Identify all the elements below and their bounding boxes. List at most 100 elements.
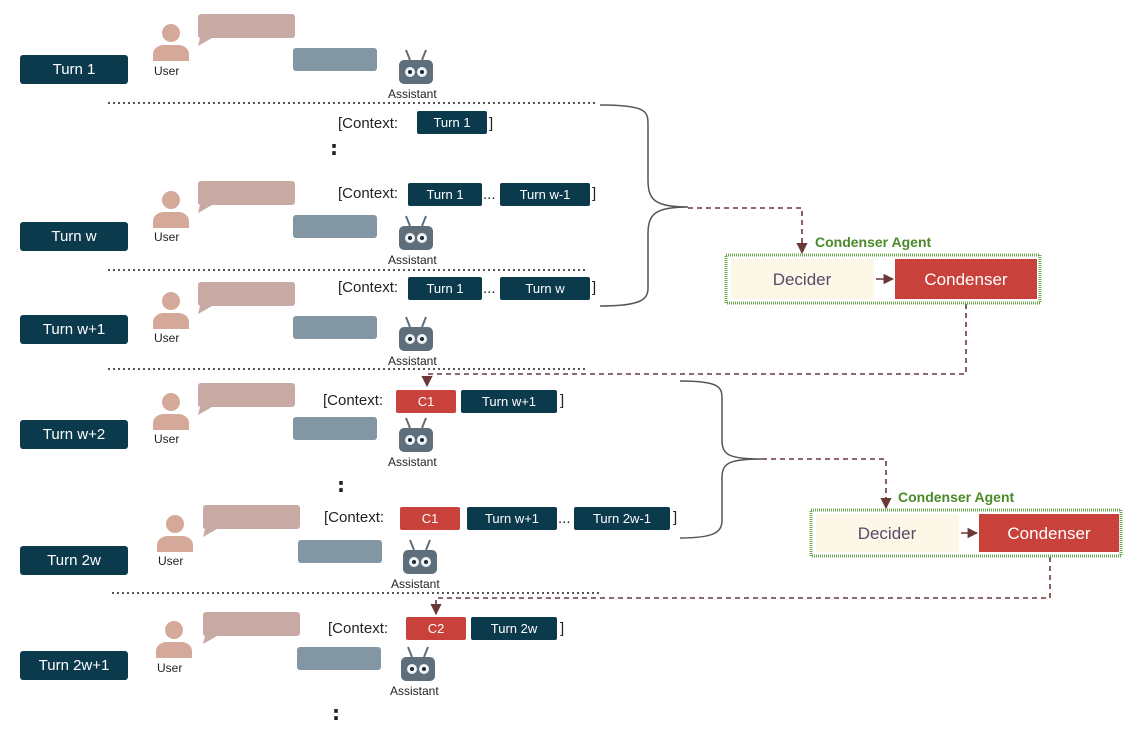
turn-label-1: Turn 1 <box>20 55 128 84</box>
assistant-speech-bubble <box>297 647 381 670</box>
assistant-speech-bubble <box>293 316 377 339</box>
user-label: User <box>158 554 183 568</box>
user-label: User <box>157 661 182 675</box>
context-chip-label: Turn 1 <box>433 115 470 130</box>
user-exchanges: User Assistant User <box>153 14 440 698</box>
user-person-icon <box>153 24 189 61</box>
context-open: [Context: <box>328 620 388 637</box>
context-chip <box>467 507 557 530</box>
context-chip <box>500 277 590 300</box>
context-row-6: [Context: C2 Turn 2w ] <box>328 617 564 640</box>
user-turn-w-plus-1: User Assistant <box>153 282 437 368</box>
user-speech-bubble <box>197 14 295 46</box>
context-chip-label: Turn w <box>525 281 565 296</box>
turn-label-text: Turn 1 <box>53 61 96 78</box>
vertical-ellipsis: : <box>332 701 340 725</box>
user-speech-bubble <box>197 282 295 314</box>
context-chip <box>408 183 482 206</box>
assistant-speech-bubble <box>293 417 377 440</box>
assistant-label: Assistant <box>388 87 437 101</box>
context-chip <box>408 277 482 300</box>
turn-labels: Turn 1 Turn w Turn w+1 Turn w+2 Turn 2w … <box>20 55 128 680</box>
robot-icon <box>399 316 433 351</box>
user-person-icon <box>156 621 192 658</box>
context-open: [Context: <box>338 185 398 202</box>
context-chip <box>396 390 456 413</box>
arrow-to-agent-2 <box>762 458 892 510</box>
user-turn-w: User Assistant <box>153 181 437 267</box>
user-turn-2w: User Assistant <box>157 505 440 591</box>
assistant-label: Assistant <box>390 684 439 698</box>
context-close: ] <box>673 509 677 526</box>
decider-label: Decider <box>773 270 832 289</box>
context-ellipsis: ... <box>483 186 496 203</box>
user-speech-bubble <box>202 505 300 537</box>
context-open: [Context: <box>338 115 398 132</box>
vertical-ellipsis: : <box>337 473 345 497</box>
assistant-speech-bubble <box>298 540 382 563</box>
user-turn-1: User Assistant <box>153 14 437 101</box>
turn-label-2w: Turn 2w <box>20 546 128 575</box>
context-chip-label: Turn 2w <box>491 621 538 636</box>
user-speech-bubble <box>202 612 300 644</box>
context-chip <box>461 390 557 413</box>
condenser-label: Condenser <box>924 270 1008 289</box>
assistant-speech-bubble <box>293 215 377 238</box>
context-open: [Context: <box>323 392 383 409</box>
context-chip-label: C1 <box>418 394 435 409</box>
turn-label-2w-plus-1: Turn 2w+1 <box>20 651 128 680</box>
context-ellipsis: ... <box>483 280 496 297</box>
user-label: User <box>154 432 179 446</box>
context-close: ] <box>560 620 564 637</box>
context-close: ] <box>560 392 564 409</box>
assistant-speech-bubble <box>293 48 377 71</box>
robot-icon <box>399 215 433 250</box>
assistant-label: Assistant <box>388 354 437 368</box>
continuation-dots: : : : <box>330 136 345 725</box>
condenser-agent-frame <box>724 253 1042 305</box>
arrow-agent-1-to-context <box>421 304 967 388</box>
context-chip <box>500 183 590 206</box>
brace-left-group-2 <box>679 380 763 539</box>
context-chip-label: Turn w+1 <box>482 394 536 409</box>
context-chip-label: C2 <box>428 621 445 636</box>
context-rows: [Context: Turn 1 ] [Context: Turn 1 ... … <box>323 111 677 640</box>
condenser-box <box>979 514 1119 552</box>
user-person-icon <box>153 292 189 329</box>
user-turn-2w-plus-1: User Assistant <box>156 612 439 698</box>
condenser-agent-1: Condenser Agent Decider Condenser <box>724 234 1042 305</box>
brace-left-group-1 <box>599 104 689 307</box>
context-close: ] <box>592 185 596 202</box>
user-speech-bubble <box>197 181 295 213</box>
context-chip <box>574 507 670 530</box>
context-braces <box>599 104 763 539</box>
condenser-label: Condenser <box>1007 524 1091 543</box>
context-chip <box>471 617 557 640</box>
decider-box <box>731 259 874 299</box>
robot-icon <box>403 539 437 574</box>
decider-box <box>816 514 959 552</box>
context-row-2: [Context: Turn 1 ... Turn w-1 ] <box>338 183 596 206</box>
context-chip-label: C1 <box>422 511 439 526</box>
user-person-icon <box>153 393 189 430</box>
turn-label-w: Turn w <box>20 222 128 251</box>
turn-label-text: Turn 2w+1 <box>39 657 110 674</box>
context-chip-label: Turn 2w-1 <box>593 511 651 526</box>
assistant-label: Assistant <box>388 455 437 469</box>
context-chip-label: Turn w-1 <box>520 187 571 202</box>
user-speech-bubble <box>197 383 295 415</box>
condenser-agent-title: Condenser Agent <box>815 234 931 250</box>
context-chip <box>417 111 487 134</box>
context-chip <box>406 617 466 640</box>
context-row-3: [Context: Turn 1 ... Turn w ] <box>338 277 596 300</box>
condenser-agent-title: Condenser Agent <box>898 489 1014 505</box>
robot-icon <box>399 417 433 452</box>
context-open: [Context: <box>338 279 398 296</box>
arrow-agent-2-to-context <box>430 557 1051 616</box>
robot-icon <box>399 49 433 84</box>
vertical-ellipsis: : <box>330 136 338 160</box>
turn-label-w-plus-2: Turn w+2 <box>20 420 128 449</box>
turn-label-w-plus-1: Turn w+1 <box>20 315 128 344</box>
condenser-box <box>895 259 1037 299</box>
context-ellipsis: ... <box>558 510 571 527</box>
